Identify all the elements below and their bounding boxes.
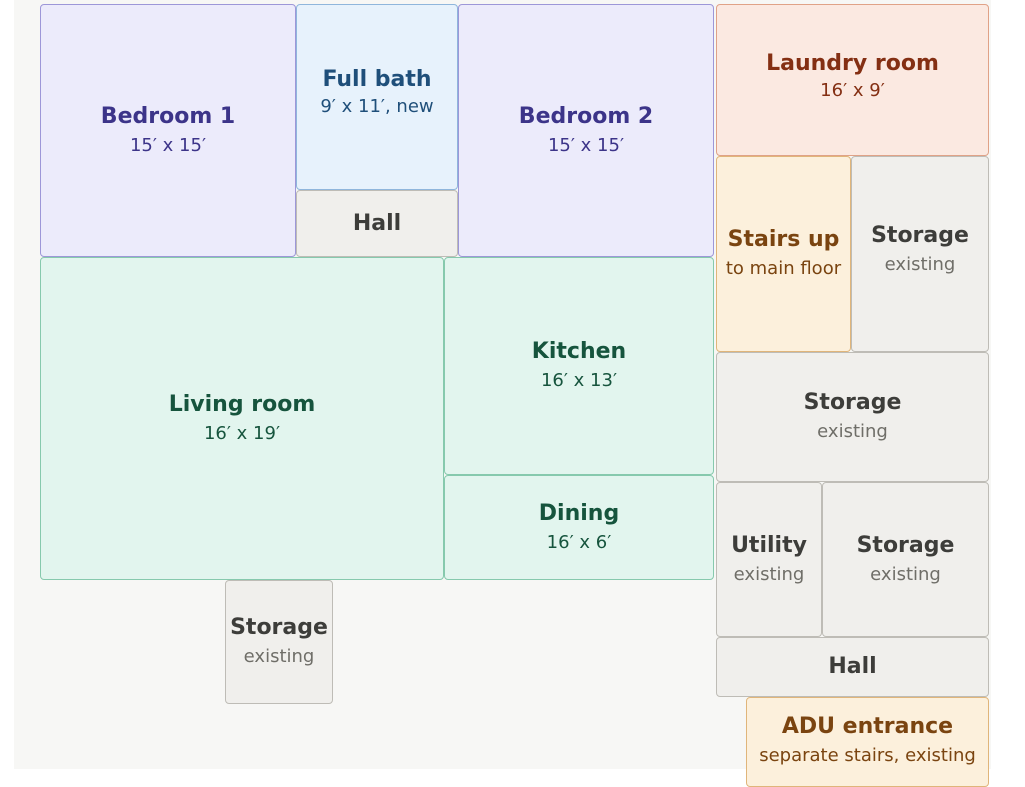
room-name: Dining (538, 500, 620, 526)
room-full-bath: Full bath 9′ x 11′, new (296, 4, 458, 190)
room-kitchen: Kitchen 16′ x 13′ (444, 257, 714, 475)
room-note: separate stairs, existing (759, 745, 976, 766)
room-note: to main floor (725, 258, 842, 279)
room-name: Full bath (322, 67, 432, 92)
room-name: Living room (168, 391, 316, 417)
room-living: Living room 16′ x 19′ (40, 257, 444, 580)
room-note: existing (733, 563, 805, 585)
room-size: 16′ x 19′ (203, 422, 281, 444)
floor-plan: Bedroom 1 15′ x 15′ Full bath 9′ x 11′, … (14, 0, 991, 787)
room-name: ADU entrance (781, 714, 954, 739)
room-name: Kitchen (531, 339, 627, 364)
room-bedroom-2: Bedroom 2 15′ x 15′ (458, 4, 714, 257)
room-size: 9′ x 11′, new (320, 96, 434, 117)
room-name: Laundry room (766, 51, 939, 76)
room-storage-upper-right: Storage existing (851, 156, 989, 352)
room-name: Storage (230, 615, 328, 640)
room-name: Stairs up (727, 227, 840, 252)
room-stairs-up: Stairs up to main floor (716, 156, 851, 352)
room-size: 16′ x 6′ (546, 531, 612, 553)
room-name: Bedroom 2 (518, 103, 654, 129)
room-storage-middle-right: Storage existing (716, 352, 989, 482)
room-storage-bottom-left: Storage existing (225, 580, 333, 704)
room-size: 16′ x 9′ (820, 80, 885, 101)
room-note: existing (243, 646, 315, 667)
room-size: 15′ x 15′ (129, 134, 207, 156)
room-laundry: Laundry room 16′ x 9′ (716, 4, 989, 156)
room-size: 16′ x 13′ (540, 370, 618, 391)
room-size: 15′ x 15′ (547, 134, 625, 156)
room-hall-right: Hall (716, 637, 989, 697)
room-name: Storage (871, 223, 969, 248)
room-name: Hall (828, 654, 877, 679)
room-note: existing (884, 254, 956, 275)
room-note: existing (817, 421, 888, 442)
room-name: Storage (856, 532, 955, 558)
room-name: Storage (803, 390, 902, 415)
room-storage-lower-right: Storage existing (822, 482, 989, 637)
room-bedroom-1: Bedroom 1 15′ x 15′ (40, 4, 296, 257)
room-name: Hall (352, 210, 402, 236)
room-adu-entrance: ADU entrance separate stairs, existing (746, 697, 989, 787)
room-name: Utility (731, 532, 807, 558)
room-dining: Dining 16′ x 6′ (444, 475, 714, 580)
room-name: Bedroom 1 (100, 103, 236, 129)
room-note: existing (870, 563, 941, 585)
room-utility: Utility existing (716, 482, 822, 637)
room-hall-top: Hall (296, 190, 458, 257)
